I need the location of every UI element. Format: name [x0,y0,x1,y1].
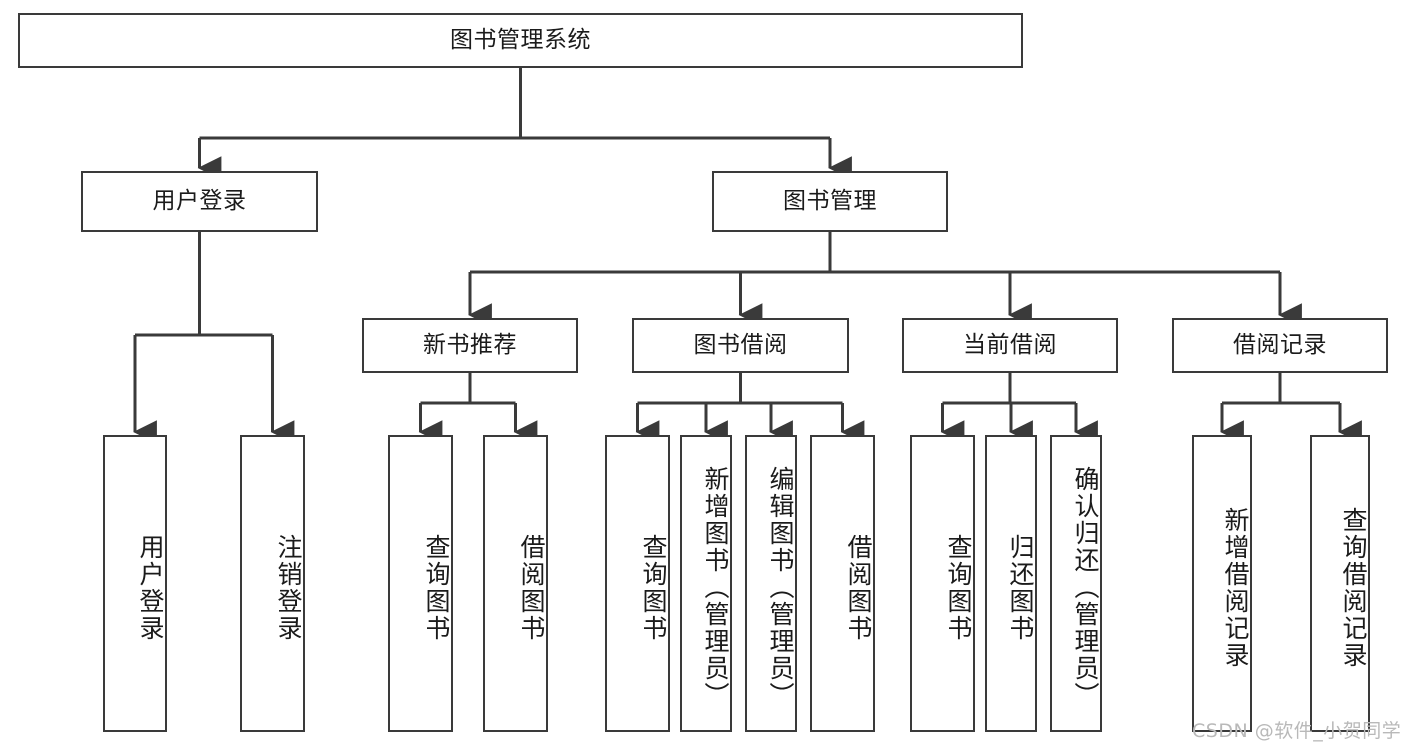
leaf-logout[interactable]: 注销登录 [240,435,305,732]
node-label: 注销登录 [274,533,303,642]
node-label: 查询图书 [944,533,973,642]
leaf-query-book-current[interactable]: 查询图书 [910,435,975,732]
node-label: 编辑图书（管理员） [766,466,795,709]
leaf-query-borrow-record[interactable]: 查询借阅记录 [1310,435,1370,732]
node-label: 借阅图书 [517,533,546,642]
watermark: CSDN @软件_小贺同学 [1192,720,1402,742]
node-label: 新书推荐 [423,331,517,358]
node-label: 归还图书 [1006,533,1035,642]
leaf-edit-book-admin[interactable]: 编辑图书（管理员） [745,435,797,732]
node-book-management[interactable]: 图书管理 [712,171,948,232]
node-book-borrowing[interactable]: 图书借阅 [632,318,849,373]
leaf-add-borrow-record[interactable]: 新增借阅记录 [1192,435,1252,732]
node-label: 图书借阅 [693,331,788,358]
node-borrowing-records[interactable]: 借阅记录 [1172,318,1388,373]
leaf-confirm-return-admin[interactable]: 确认归还（管理员） [1050,435,1102,732]
node-user-login[interactable]: 用户登录 [81,171,318,232]
node-label: 查询图书 [639,533,668,642]
leaf-user-login[interactable]: 用户登录 [103,435,167,732]
node-label: 新增借阅记录 [1221,506,1250,669]
leaf-query-book-borrow[interactable]: 查询图书 [605,435,670,732]
leaf-return-book[interactable]: 归还图书 [985,435,1037,732]
leaf-add-book-admin[interactable]: 新增图书（管理员） [680,435,732,732]
node-label: 查询图书 [422,533,451,642]
node-label: 当前借阅 [963,331,1057,358]
node-label: 用户登录 [152,187,247,214]
node-current-borrowing[interactable]: 当前借阅 [902,318,1118,373]
node-label: 图书管理 [783,187,877,214]
leaf-borrow-book-recommend[interactable]: 借阅图书 [483,435,548,732]
node-label: 查询借阅记录 [1339,506,1368,669]
node-label: 确认归还（管理员） [1071,466,1100,709]
node-new-book-recommendation[interactable]: 新书推荐 [362,318,578,373]
node-label: 用户登录 [136,533,165,642]
node-label: 借阅记录 [1233,331,1327,358]
leaf-borrow-book[interactable]: 借阅图书 [810,435,875,732]
node-label: 借阅图书 [844,533,873,642]
leaf-query-book-recommend[interactable]: 查询图书 [388,435,453,732]
node-root[interactable]: 图书管理系统 [18,13,1023,68]
node-label: 新增图书（管理员） [701,466,730,709]
node-label: 图书管理系统 [450,26,591,53]
